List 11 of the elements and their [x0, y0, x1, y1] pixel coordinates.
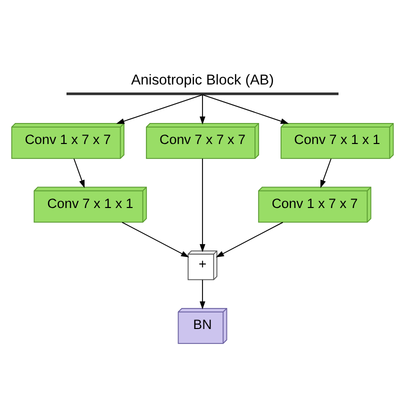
arrow: [200, 94, 206, 125]
arrow: [216, 222, 284, 258]
arrow: [320, 158, 332, 188]
node-bar: [66, 92, 338, 96]
arrow: [202, 94, 289, 124]
diagram-title: Anisotropic Block (AB): [131, 72, 274, 89]
arrow: [74, 158, 85, 188]
arrow: [200, 158, 206, 252]
arrow: [122, 222, 190, 258]
arrow: [116, 94, 203, 124]
arrow: [200, 279, 206, 310]
